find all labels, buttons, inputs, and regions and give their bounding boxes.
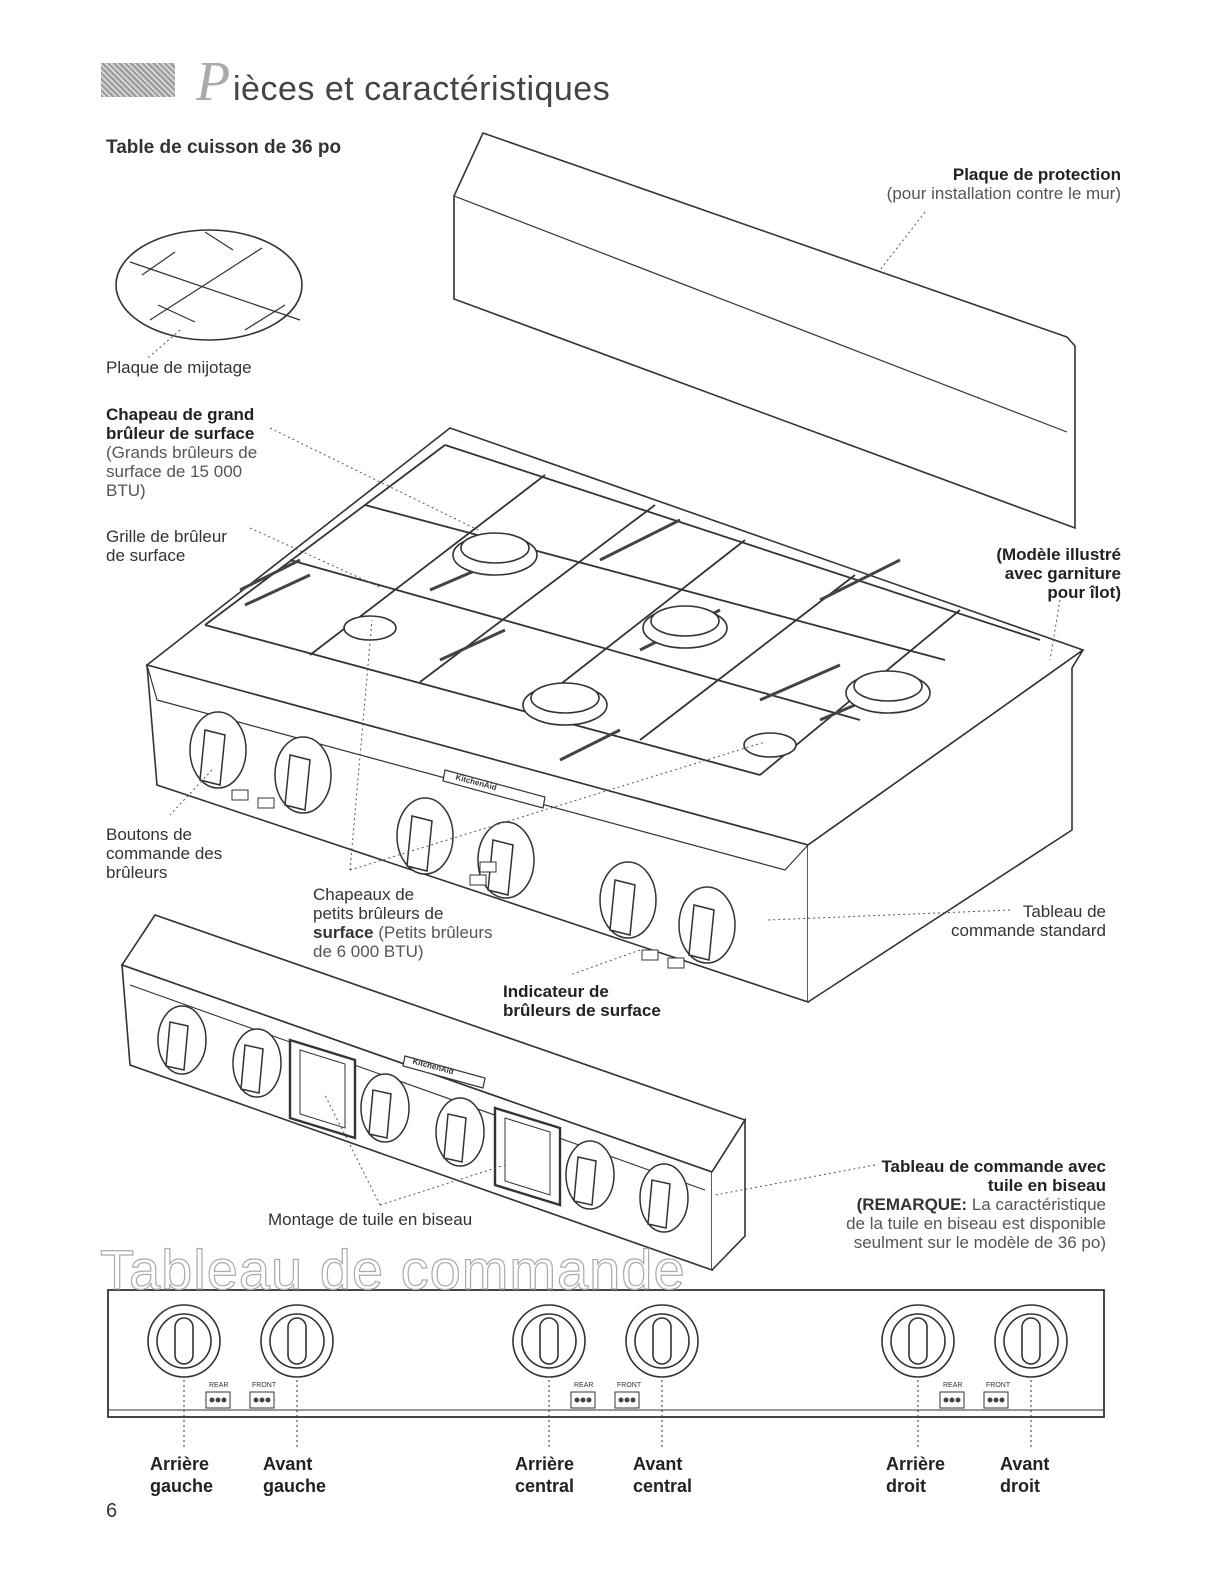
- header-pattern: [101, 63, 175, 97]
- title-initial: P: [196, 51, 231, 113]
- small-caps-label: Chapeaux de petits brûleurs de surface (…: [313, 885, 493, 961]
- indicator-rear-right: REAR: [943, 1382, 963, 1389]
- section-title-control-panel: Tableau de commande: [99, 1237, 686, 1301]
- indicator-label: Indicateur de brûleurs de surface: [503, 982, 661, 1020]
- subtitle: Table de cuisson de 36 po: [106, 137, 342, 158]
- page-number: 6: [106, 1500, 118, 1522]
- indicator-front-center: FRONT: [617, 1382, 642, 1389]
- protection-plate-label: Plaque de protection (pour installation …: [886, 165, 1121, 203]
- indicator-front-right: FRONT: [986, 1382, 1011, 1389]
- standard-panel-label: Tableau de commande standard: [951, 902, 1106, 940]
- control-knobs-label: Boutons de commande des brûleurs: [106, 825, 223, 882]
- grate-label: Grille de brûleur de surface: [106, 527, 227, 565]
- bevel-mount-label: Montage de tuile en biseau: [268, 1210, 473, 1229]
- indicator-rear-center: REAR: [574, 1382, 594, 1389]
- simmer-plate-label: Plaque de mijotage: [106, 358, 252, 377]
- bevel-panel-label: Tableau de commande avec tuile en biseau…: [846, 1157, 1106, 1252]
- indicator-front-left: FRONT: [252, 1382, 277, 1389]
- indicator-rear-left: REAR: [209, 1382, 229, 1389]
- large-cap-label: Chapeau de grand brûleur de surface (Gra…: [106, 405, 258, 500]
- page-title: ièces et caractéristiques: [233, 70, 611, 108]
- island-model-label: (Modèle illustré avec garniture pour îlo…: [996, 545, 1121, 602]
